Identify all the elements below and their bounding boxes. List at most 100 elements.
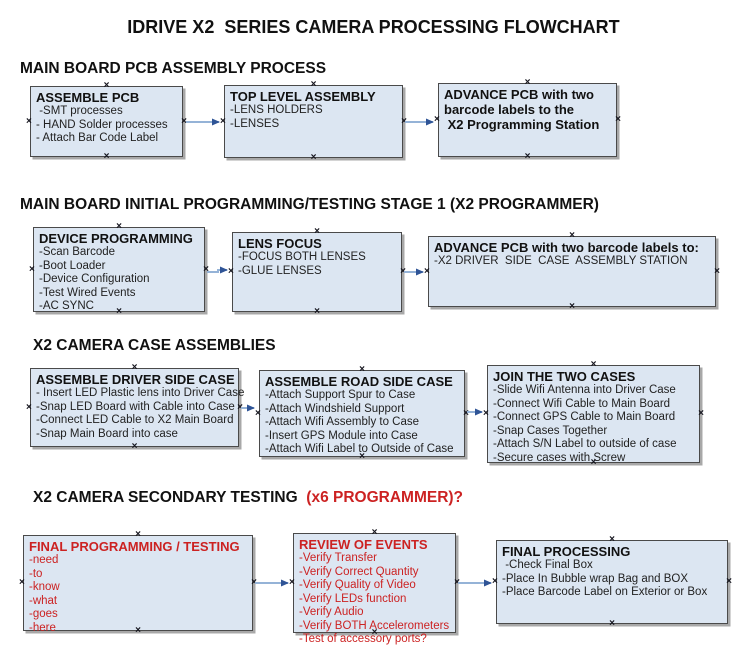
box-item: -Verify Correct Quantity bbox=[299, 565, 419, 578]
box-item: -Attach Wifi Assembly to Case bbox=[265, 416, 420, 428]
connection-handle-icon: × bbox=[609, 618, 615, 629]
flow-box-assemble-pcb: ASSEMBLE PCB -SMT processes - HAND Solde… bbox=[26, 81, 187, 162]
connection-handle-icon: × bbox=[314, 306, 320, 317]
box-item: -Check Final Box bbox=[502, 559, 593, 571]
box-item: -Connect GPS Cable to Main Board bbox=[493, 411, 676, 423]
flow-box-device-programming: DEVICE PROGRAMMING -Scan Barcode -Boot L… bbox=[29, 222, 209, 317]
box-item: -Attach Windshield Support bbox=[265, 402, 405, 415]
box-title: ADVANCE PCB with two barcode labels to t… bbox=[444, 87, 600, 132]
connection-handle-icon: × bbox=[698, 408, 704, 419]
box-item: - Insert LED Plastic lens into Driver Ca… bbox=[36, 387, 245, 399]
box-item: -Snap Main Board into case bbox=[36, 427, 178, 440]
box-title: ASSEMBLE ROAD SIDE CASE bbox=[265, 374, 453, 389]
box-title: FINAL PROGRAMMING / TESTING bbox=[29, 539, 240, 554]
connection-handle-icon: × bbox=[401, 115, 407, 127]
box-item: -Verify Quality of Video bbox=[299, 579, 416, 591]
box-item: -Verify Audio bbox=[299, 606, 364, 618]
box-item: -LENSES bbox=[230, 117, 280, 130]
box-item: -to bbox=[29, 567, 43, 580]
box-title: TOP LEVEL ASSEMBLY bbox=[230, 89, 376, 104]
box-item: -Attach S/N Label to outside of case bbox=[493, 438, 677, 450]
section-heading-initial-programming: MAIN BOARD INITIAL PROGRAMMING/TESTING S… bbox=[20, 196, 599, 213]
box-item: -Slide Wifi Antenna into Driver Case bbox=[493, 384, 676, 396]
connection-handle-icon: × bbox=[103, 151, 110, 162]
box-item: -Verify LEDs function bbox=[299, 592, 407, 605]
box-item: -Insert GPS Module into Case bbox=[265, 429, 418, 442]
connection-handle-icon: × bbox=[237, 401, 243, 413]
connection-handle-icon: × bbox=[255, 407, 261, 419]
connection-handle-icon: × bbox=[220, 115, 226, 127]
connection-handle-icon: × bbox=[463, 407, 469, 419]
connection-handle-icon: × bbox=[424, 265, 430, 277]
box-item: -Secure cases with Screw bbox=[493, 451, 626, 464]
flow-box-assemble-driver-side-case: ASSEMBLE DRIVER SIDE CASE - Insert LED P… bbox=[26, 363, 245, 452]
box-title: ADVANCE PCB with two barcode labels to: bbox=[434, 240, 699, 255]
section-heading-pcb-assembly: MAIN BOARD PCB ASSEMBLY PROCESS bbox=[20, 60, 327, 77]
connection-handle-icon: × bbox=[483, 408, 489, 419]
connection-handle-icon: × bbox=[615, 114, 621, 125]
section-heading-case-assemblies: X2 CAMERA CASE ASSEMBLIES bbox=[33, 337, 276, 354]
box-item: -Boot Loader bbox=[39, 259, 106, 272]
box-item: -Place In Bubble wrap Bag and BOX bbox=[502, 572, 689, 585]
box-item: -SMT processes bbox=[36, 105, 123, 117]
connection-handle-icon: × bbox=[726, 576, 732, 587]
connection-handle-icon: × bbox=[251, 577, 257, 588]
flow-box-join-the-two-cases: JOIN THE TWO CASES -Slide Wifi Antenna i… bbox=[483, 360, 704, 468]
flow-box-advance-pcb-programming-station: ADVANCE PCB with two barcode labels to t… bbox=[434, 78, 621, 162]
box-title: FINAL PROCESSING bbox=[502, 544, 631, 559]
box-item: -FOCUS BOTH LENSES bbox=[238, 251, 366, 263]
box-item: -need bbox=[29, 554, 59, 566]
box-item: -X2 DRIVER SIDE CASE ASSEMBLY STATION bbox=[434, 255, 688, 267]
connection-handle-icon: × bbox=[434, 114, 440, 125]
connection-handle-icon: × bbox=[454, 577, 460, 588]
connection-handle-icon: × bbox=[400, 266, 406, 277]
box-item: -Snap LED Board with Cable into Case bbox=[36, 400, 235, 413]
connection-handle-icon: × bbox=[26, 401, 32, 413]
connector-device-programming-to-lens-focus bbox=[207, 266, 228, 274]
box-item: -Device Configuration bbox=[39, 273, 150, 285]
connection-handle-icon: × bbox=[492, 576, 498, 587]
box-item: - HAND Solder processes bbox=[36, 118, 168, 131]
box-item: -know bbox=[29, 581, 60, 593]
connection-handle-icon: × bbox=[524, 151, 531, 162]
section-heading-black-part: X2 CAMERA SECONDARY TESTING bbox=[33, 489, 298, 506]
box-title: LENS FOCUS bbox=[238, 236, 322, 251]
box-item: -Connect Wifi Cable to Main Board bbox=[493, 397, 671, 410]
connection-handle-icon: × bbox=[569, 301, 575, 312]
page-title: IDRIVE X2 SERIES CAMERA PROCESSING FLOWC… bbox=[127, 17, 620, 37]
connection-handle-icon: × bbox=[29, 263, 35, 275]
flow-box-assemble-road-side-case: ASSEMBLE ROAD SIDE CASE -Attach Support … bbox=[255, 365, 469, 462]
flow-box-review-of-events: REVIEW OF EVENTS -Verify Transfer -Verif… bbox=[289, 528, 460, 646]
box-item: -Verify BOTH Accelerometers bbox=[299, 619, 450, 632]
box-title: REVIEW OF EVENTS bbox=[299, 537, 428, 552]
connection-handle-icon: × bbox=[289, 577, 295, 588]
box-item: -Snap Cases Together bbox=[493, 424, 608, 437]
connection-handle-icon: × bbox=[26, 115, 32, 127]
connection-handle-icon: × bbox=[19, 577, 25, 588]
box-item: -goes bbox=[29, 608, 58, 620]
box-item: - Attach Bar Code Label bbox=[36, 132, 159, 144]
box-item: -LENS HOLDERS bbox=[230, 104, 323, 116]
box-item: -Connect LED Cable to X2 Main Board bbox=[36, 414, 234, 426]
connection-handle-icon: × bbox=[203, 263, 209, 275]
connection-handle-icon: × bbox=[228, 266, 234, 277]
box-title: JOIN THE TWO CASES bbox=[493, 369, 636, 384]
box-title: ASSEMBLE DRIVER SIDE CASE bbox=[36, 372, 235, 387]
box-item: -Verify Transfer bbox=[299, 552, 377, 564]
flow-box-top-level-assembly: TOP LEVEL ASSEMBLY -LENS HOLDERS -LENSES… bbox=[220, 80, 407, 163]
box-item: -Test Wired Events bbox=[39, 286, 136, 299]
box-item: -Test of accessory ports? bbox=[299, 633, 427, 645]
flow-box-final-processing: FINAL PROCESSING -Check Final Box -Place… bbox=[492, 535, 732, 629]
connection-handle-icon: × bbox=[714, 265, 720, 277]
box-title: DEVICE PROGRAMMING bbox=[39, 231, 193, 246]
connection-handle-icon: × bbox=[131, 441, 138, 452]
box-item: -Attach Wifi Label to Outside of Case bbox=[265, 443, 454, 455]
section-heading-secondary-testing: X2 CAMERA SECONDARY TESTING (x6 PROGRAMM… bbox=[33, 489, 463, 507]
connection-handle-icon: × bbox=[181, 115, 187, 127]
box-item: -AC SYNC bbox=[39, 300, 94, 312]
box-item: -Attach Support Spur to Case bbox=[265, 389, 416, 401]
box-item: -Scan Barcode bbox=[39, 246, 116, 258]
section-heading-red-part: (x6 PROGRAMMER)? bbox=[297, 489, 464, 506]
flow-box-advance-pcb-driver-side: ADVANCE PCB with two barcode labels to: … bbox=[424, 231, 720, 312]
